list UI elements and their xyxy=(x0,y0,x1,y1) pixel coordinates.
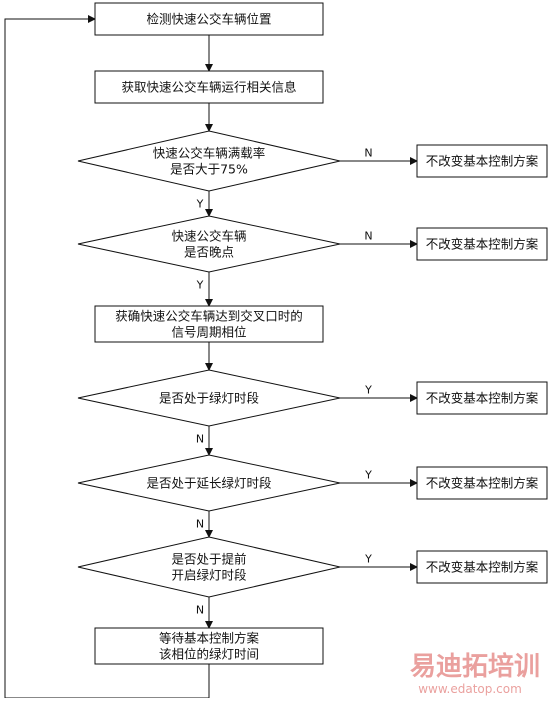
node-keep1: 不改变基本控制方案 xyxy=(416,144,548,178)
node-label: 获确快速公交车辆达到交叉口时的 xyxy=(115,309,303,324)
node-green-check: 是否处于绿灯时段 xyxy=(77,369,341,427)
nodes: 检测快速公交车辆位置获取快速公交车辆运行相关信息快速公交车辆满载率是否大于75%… xyxy=(77,2,548,665)
process-shape xyxy=(416,381,548,415)
edge-label: N xyxy=(196,604,204,617)
process-shape xyxy=(94,305,324,343)
node-label: 快速公交车辆满载率 xyxy=(153,146,266,161)
process-shape xyxy=(94,2,324,36)
process-shape xyxy=(416,466,548,500)
node-keep4: 不改变基本控制方案 xyxy=(416,466,548,500)
edge-label: N xyxy=(196,518,204,531)
edge-label: Y xyxy=(196,198,204,211)
node-detect: 检测快速公交车辆位置 xyxy=(94,2,324,36)
node-label: 获取快速公交车辆运行相关信息 xyxy=(121,80,296,95)
node-label: 不改变基本控制方案 xyxy=(426,476,539,491)
node-keep5: 不改变基本控制方案 xyxy=(416,550,548,584)
watermark: 易迪拓培训 www.edatop.com xyxy=(410,652,540,696)
process-shape xyxy=(94,70,324,104)
decision-shape xyxy=(77,369,341,427)
edge-load-check-to-late-check: Y xyxy=(196,191,213,217)
node-keep3: 不改变基本控制方案 xyxy=(416,381,548,415)
node-label: 是否处于提前 xyxy=(171,552,246,567)
edge-ext-check-to-keep4: Y xyxy=(340,469,418,487)
node-label: 不改变基本控制方案 xyxy=(426,154,539,169)
edge-green-check-to-ext-check: N xyxy=(196,426,213,456)
edge-late-check-to-keep2: N xyxy=(340,230,418,248)
watermark-brand: 易迪拓培训 xyxy=(410,652,540,682)
node-acquire: 获取快速公交车辆运行相关信息 xyxy=(94,70,324,104)
node-label: 检测快速公交车辆位置 xyxy=(146,12,271,27)
edge-line xyxy=(4,15,210,699)
process-shape xyxy=(416,550,548,584)
edge-early-check-to-keep5: Y xyxy=(340,553,418,571)
node-label: 信号周期相位 xyxy=(171,325,246,340)
node-label: 是否处于延长绿灯时段 xyxy=(146,476,271,491)
node-label: 开启绿灯时段 xyxy=(171,568,246,583)
edge-label: Y xyxy=(364,553,372,566)
edge-label: Y xyxy=(196,279,204,292)
edge-load-check-to-keep1: N xyxy=(340,147,418,165)
edge-label: Y xyxy=(364,469,372,482)
node-label: 该相位的绿灯时间 xyxy=(159,647,259,662)
process-shape xyxy=(416,227,548,261)
node-keep2: 不改变基本控制方案 xyxy=(416,227,548,261)
decision-shape xyxy=(77,536,341,598)
node-label: 是否处于绿灯时段 xyxy=(159,391,259,406)
decision-shape xyxy=(77,130,341,192)
node-label: 等待基本控制方案 xyxy=(159,631,260,646)
node-ext-check: 是否处于延长绿灯时段 xyxy=(77,454,341,512)
node-label: 不改变基本控制方案 xyxy=(426,391,539,406)
node-label: 是否大于75% xyxy=(170,162,248,177)
node-label: 是否晚点 xyxy=(184,245,234,260)
process-shape xyxy=(416,144,548,178)
node-label: 不改变基本控制方案 xyxy=(426,237,539,252)
edge-label: N xyxy=(364,230,372,243)
edge-green-check-to-keep3: Y xyxy=(340,384,418,402)
edge-early-check-to-wait: N xyxy=(196,597,213,629)
edge-label: N xyxy=(364,147,372,160)
edge-label: Y xyxy=(364,384,372,397)
process-shape xyxy=(94,627,324,665)
edge-late-check-to-phase: Y xyxy=(196,272,213,307)
edge-label: N xyxy=(196,433,204,446)
watermark-url: www.edatop.com xyxy=(418,682,522,696)
node-label: 不改变基本控制方案 xyxy=(426,560,539,575)
edge-wait-to-detect xyxy=(4,15,210,699)
node-label: 快速公交车辆 xyxy=(171,229,246,244)
decision-shape xyxy=(77,215,341,273)
decision-shape xyxy=(77,454,341,512)
edge-ext-check-to-early-check: N xyxy=(196,511,213,538)
